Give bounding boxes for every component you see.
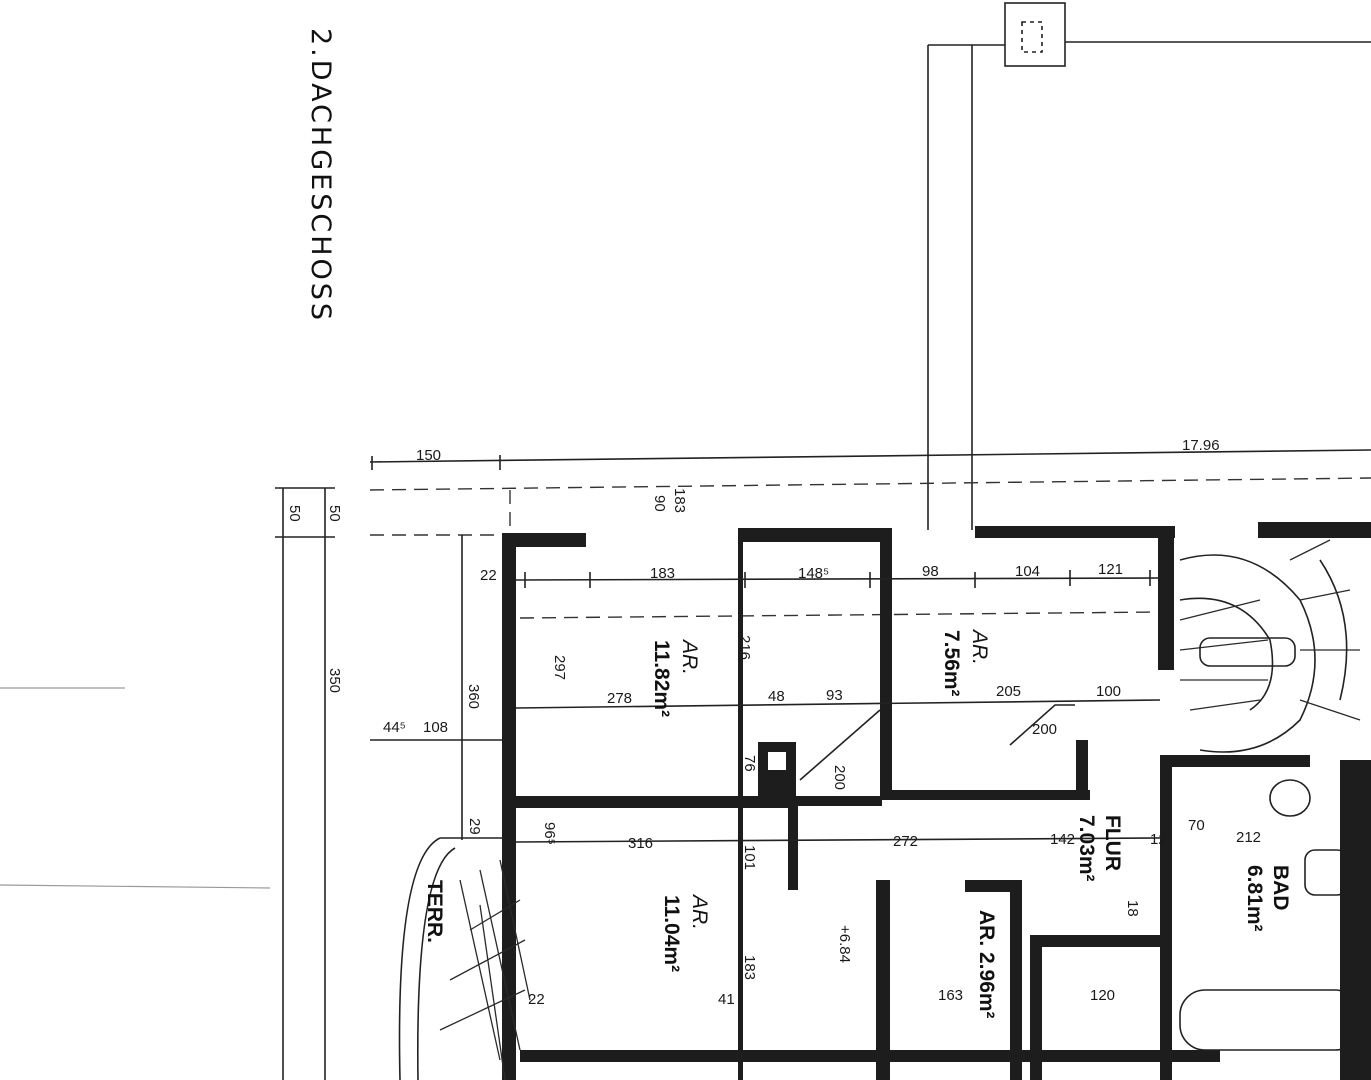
svg-text:200: 200 (1032, 721, 1057, 738)
svg-text:163: 163 (938, 987, 963, 1004)
svg-text:100: 100 (1096, 683, 1121, 700)
svg-text:18: 18 (1124, 900, 1141, 917)
svg-text:183: 183 (650, 565, 675, 582)
svg-text:AR.: AR. (688, 893, 711, 930)
svg-text:FLUR: FLUR (1101, 815, 1124, 871)
svg-text:AR.: AR. (975, 910, 998, 946)
svg-text:212: 212 (1236, 829, 1261, 846)
svg-text:70: 70 (1188, 817, 1205, 834)
dim-360: 360 (465, 684, 482, 709)
dim-50b: 50 (326, 505, 343, 522)
room-ar-2: AR. 7.56m² (940, 628, 991, 697)
svg-text:22: 22 (480, 567, 497, 584)
room-ar-1: AR. 11.82m² (650, 638, 701, 717)
svg-text:90: 90 (651, 495, 668, 512)
room-bad: BAD 6.81m² (1243, 865, 1292, 932)
dim-108: 108 (423, 719, 448, 736)
room-ar-3: AR. 11.04m² (660, 893, 711, 972)
room-ar-4: AR. 2.96m² (975, 910, 998, 1019)
svg-text:142: 142 (1050, 831, 1075, 848)
plan-title: 2.DACHGESCHOSS (305, 28, 336, 323)
svg-text:272: 272 (893, 833, 918, 850)
bathtub-icon (1179, 989, 1361, 1051)
svg-text:205: 205 (996, 683, 1021, 700)
svg-text:7.56m²: 7.56m² (940, 630, 963, 697)
svg-text:297: 297 (551, 655, 568, 680)
room-flur: FLUR 7.03m² (1075, 815, 1124, 882)
svg-text:93: 93 (826, 687, 843, 704)
chimney-box (1004, 2, 1066, 67)
svg-text:183: 183 (741, 955, 758, 980)
dim-overall: 17.96 (1182, 437, 1220, 454)
dim-50a: 50 (286, 505, 303, 522)
terrace (398, 837, 531, 1080)
svg-text:12: 12 (1150, 831, 1167, 848)
svg-text:2.96m²: 2.96m² (975, 952, 998, 1019)
dim-29: 29 (466, 818, 483, 835)
svg-text:316: 316 (628, 835, 653, 852)
dim-350: 350 (326, 668, 343, 693)
svg-text:200: 200 (831, 765, 848, 790)
toilet-icon (1269, 779, 1311, 817)
svg-text:183: 183 (671, 488, 688, 513)
room-terrace: TERR. (423, 880, 446, 943)
svg-text:216: 216 (736, 635, 753, 660)
dim-150: 150 (416, 447, 441, 464)
svg-text:120: 120 (1090, 987, 1115, 1004)
svg-text:11.82m²: 11.82m² (650, 640, 673, 717)
svg-text:76: 76 (741, 755, 758, 772)
svg-text:41: 41 (718, 991, 735, 1008)
staircase (1179, 539, 1361, 753)
svg-text:96⁵: 96⁵ (541, 822, 558, 845)
svg-text:278: 278 (607, 690, 632, 707)
svg-text:BAD: BAD (1269, 865, 1292, 911)
svg-text:AR.: AR. (678, 638, 701, 675)
svg-text:121: 121 (1098, 561, 1123, 578)
svg-text:98: 98 (922, 563, 939, 580)
dim-44: 44⁵ (383, 719, 406, 736)
svg-text:48: 48 (768, 688, 785, 705)
overall-dimension-line (369, 449, 1371, 463)
svg-text:22: 22 (528, 991, 545, 1008)
svg-text:104: 104 (1015, 563, 1040, 580)
svg-text:101: 101 (741, 845, 758, 870)
svg-text:TERR.: TERR. (423, 880, 446, 943)
svg-text:AR.: AR. (968, 628, 991, 665)
svg-text:+6.84: +6.84 (836, 925, 853, 963)
svg-text:6.81m²: 6.81m² (1243, 865, 1266, 932)
svg-text:7.03m²: 7.03m² (1075, 815, 1098, 882)
svg-text:11.04m²: 11.04m² (660, 895, 683, 972)
svg-text:148⁵: 148⁵ (798, 565, 829, 582)
